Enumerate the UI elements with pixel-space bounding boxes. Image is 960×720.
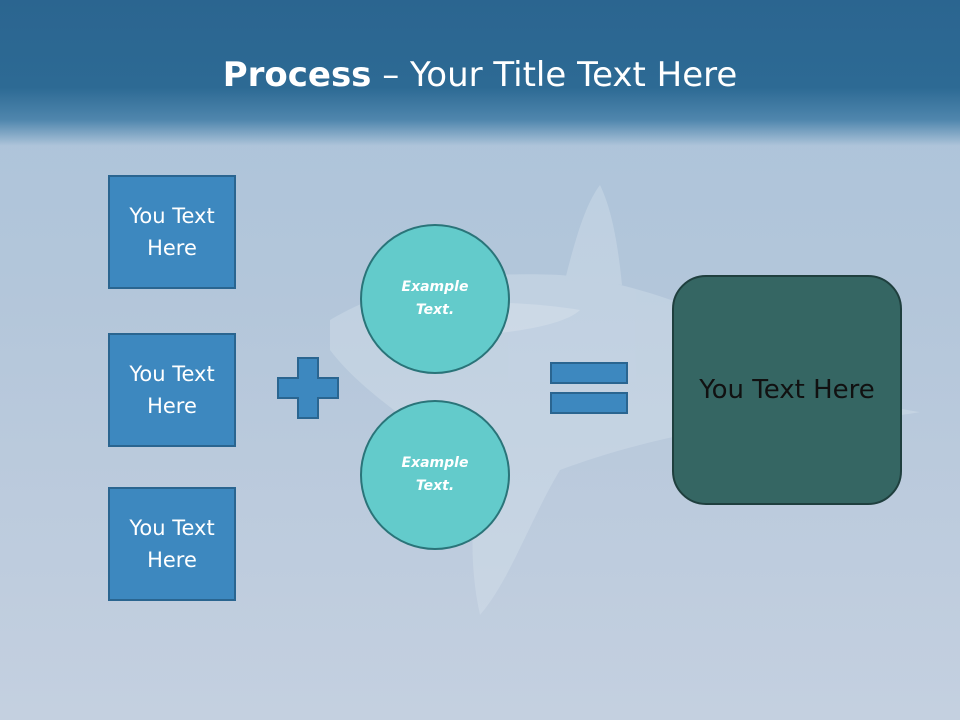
title-rest-part: – Your Title Text Here <box>371 55 738 95</box>
input-box-label: You Text Here <box>129 204 215 260</box>
example-circle-2[interactable]: Example Text. <box>360 400 510 550</box>
result-box-label: You Text Here <box>699 375 875 405</box>
input-box-label: You Text Here <box>129 362 215 418</box>
plus-icon <box>277 357 339 419</box>
example-circle-label: Example Text. <box>401 455 469 494</box>
title-band <box>0 0 960 146</box>
slide-title: Process – Your Title Text Here <box>0 52 960 98</box>
example-circle-1[interactable]: Example Text. <box>360 224 510 374</box>
example-circle-label: Example Text. <box>401 279 469 318</box>
equals-icon <box>550 362 628 414</box>
input-box-3[interactable]: You Text Here <box>108 487 236 601</box>
input-box-2[interactable]: You Text Here <box>108 333 236 447</box>
input-box-label: You Text Here <box>129 516 215 572</box>
title-bold-part: Process <box>222 55 372 95</box>
input-box-1[interactable]: You Text Here <box>108 175 236 289</box>
result-box[interactable]: You Text Here <box>672 275 902 505</box>
